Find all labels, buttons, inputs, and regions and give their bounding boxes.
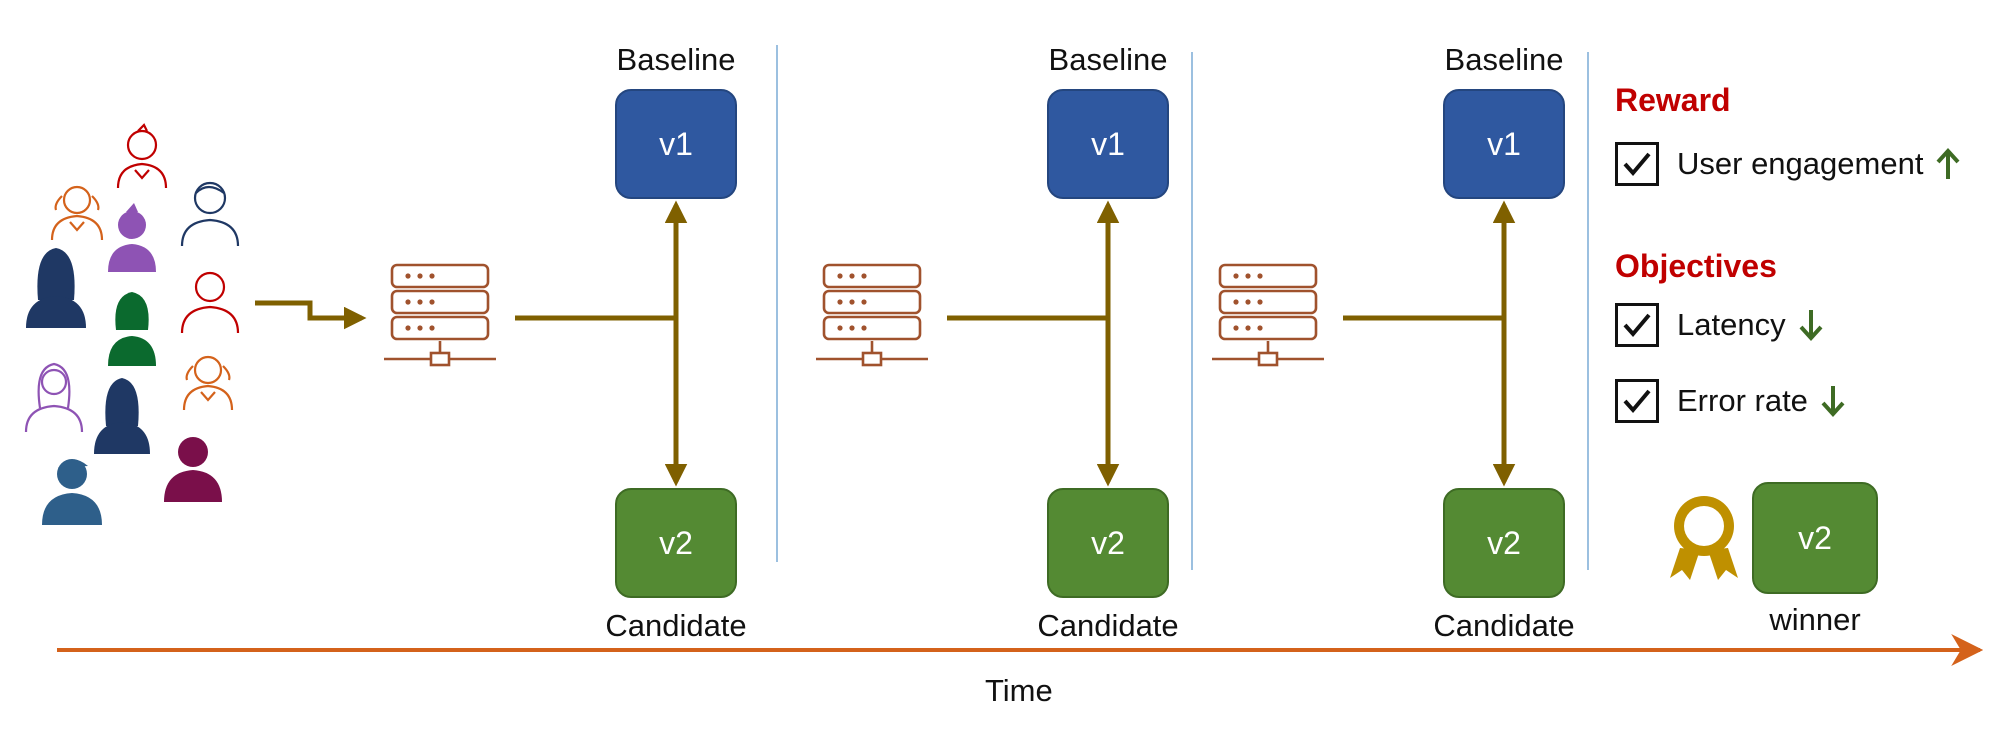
traffic-arrow (255, 300, 367, 330)
server-icon (816, 263, 928, 367)
baseline-label: Baseline (1444, 42, 1564, 77)
candidate-version-box: v2 (615, 488, 737, 598)
user-outline-navy-icon (180, 181, 240, 247)
reward-item-user-engagement: User engagement (1615, 142, 1961, 186)
user-filled-navy-icon (26, 248, 86, 328)
baseline-version-box: v1 (1443, 89, 1565, 199)
objectives-heading: Objectives (1615, 248, 1777, 284)
objective-item-error-rate: Error rate (1615, 379, 1846, 423)
candidate-version-box: v2 (1443, 488, 1565, 598)
objective-item-latency: Latency (1615, 303, 1824, 347)
server-icon (1212, 263, 1324, 367)
user-filled-green-icon (108, 292, 156, 366)
award-ribbon-icon (1670, 496, 1738, 580)
timeline-label: Time (985, 673, 1053, 708)
baseline-label: Baseline (616, 42, 736, 77)
checkbox-checked-icon (1615, 142, 1659, 186)
reward-heading: Reward (1615, 82, 1731, 118)
up-arrow-icon (1935, 147, 1961, 181)
user-crowd (24, 123, 240, 525)
down-arrow-icon (1798, 308, 1824, 342)
baseline-version-box: v1 (1047, 89, 1169, 199)
candidate-label: Candidate (1037, 608, 1179, 643)
checkbox-checked-icon (1615, 303, 1659, 347)
user-filled-purple-icon (108, 203, 156, 272)
candidate-label: Candidate (605, 608, 747, 643)
reward-item-label: User engagement (1677, 146, 1924, 181)
user-filled-navy-icon (94, 378, 150, 454)
candidate-label: Candidate (1433, 608, 1575, 643)
winner-label: winner (1769, 602, 1861, 637)
user-outline-purple-icon (24, 362, 84, 433)
user-outline-orange-icon (182, 355, 234, 411)
winner-version-box: v2 (1752, 482, 1878, 594)
objective-item-label: Latency (1677, 307, 1786, 342)
user-outline-orange-icon (50, 185, 104, 241)
objective-item-label: Error rate (1677, 383, 1808, 418)
baseline-label: Baseline (1048, 42, 1168, 77)
user-filled-steel-blue-icon (42, 459, 102, 525)
down-arrow-icon (1820, 384, 1846, 418)
server-icon (384, 263, 496, 367)
baseline-version-box: v1 (615, 89, 737, 199)
user-filled-maroon-icon (164, 437, 222, 502)
user-outline-red-icon (180, 271, 240, 334)
user-outline-red-icon (116, 123, 168, 189)
checkbox-checked-icon (1615, 379, 1659, 423)
candidate-version-box: v2 (1047, 488, 1169, 598)
